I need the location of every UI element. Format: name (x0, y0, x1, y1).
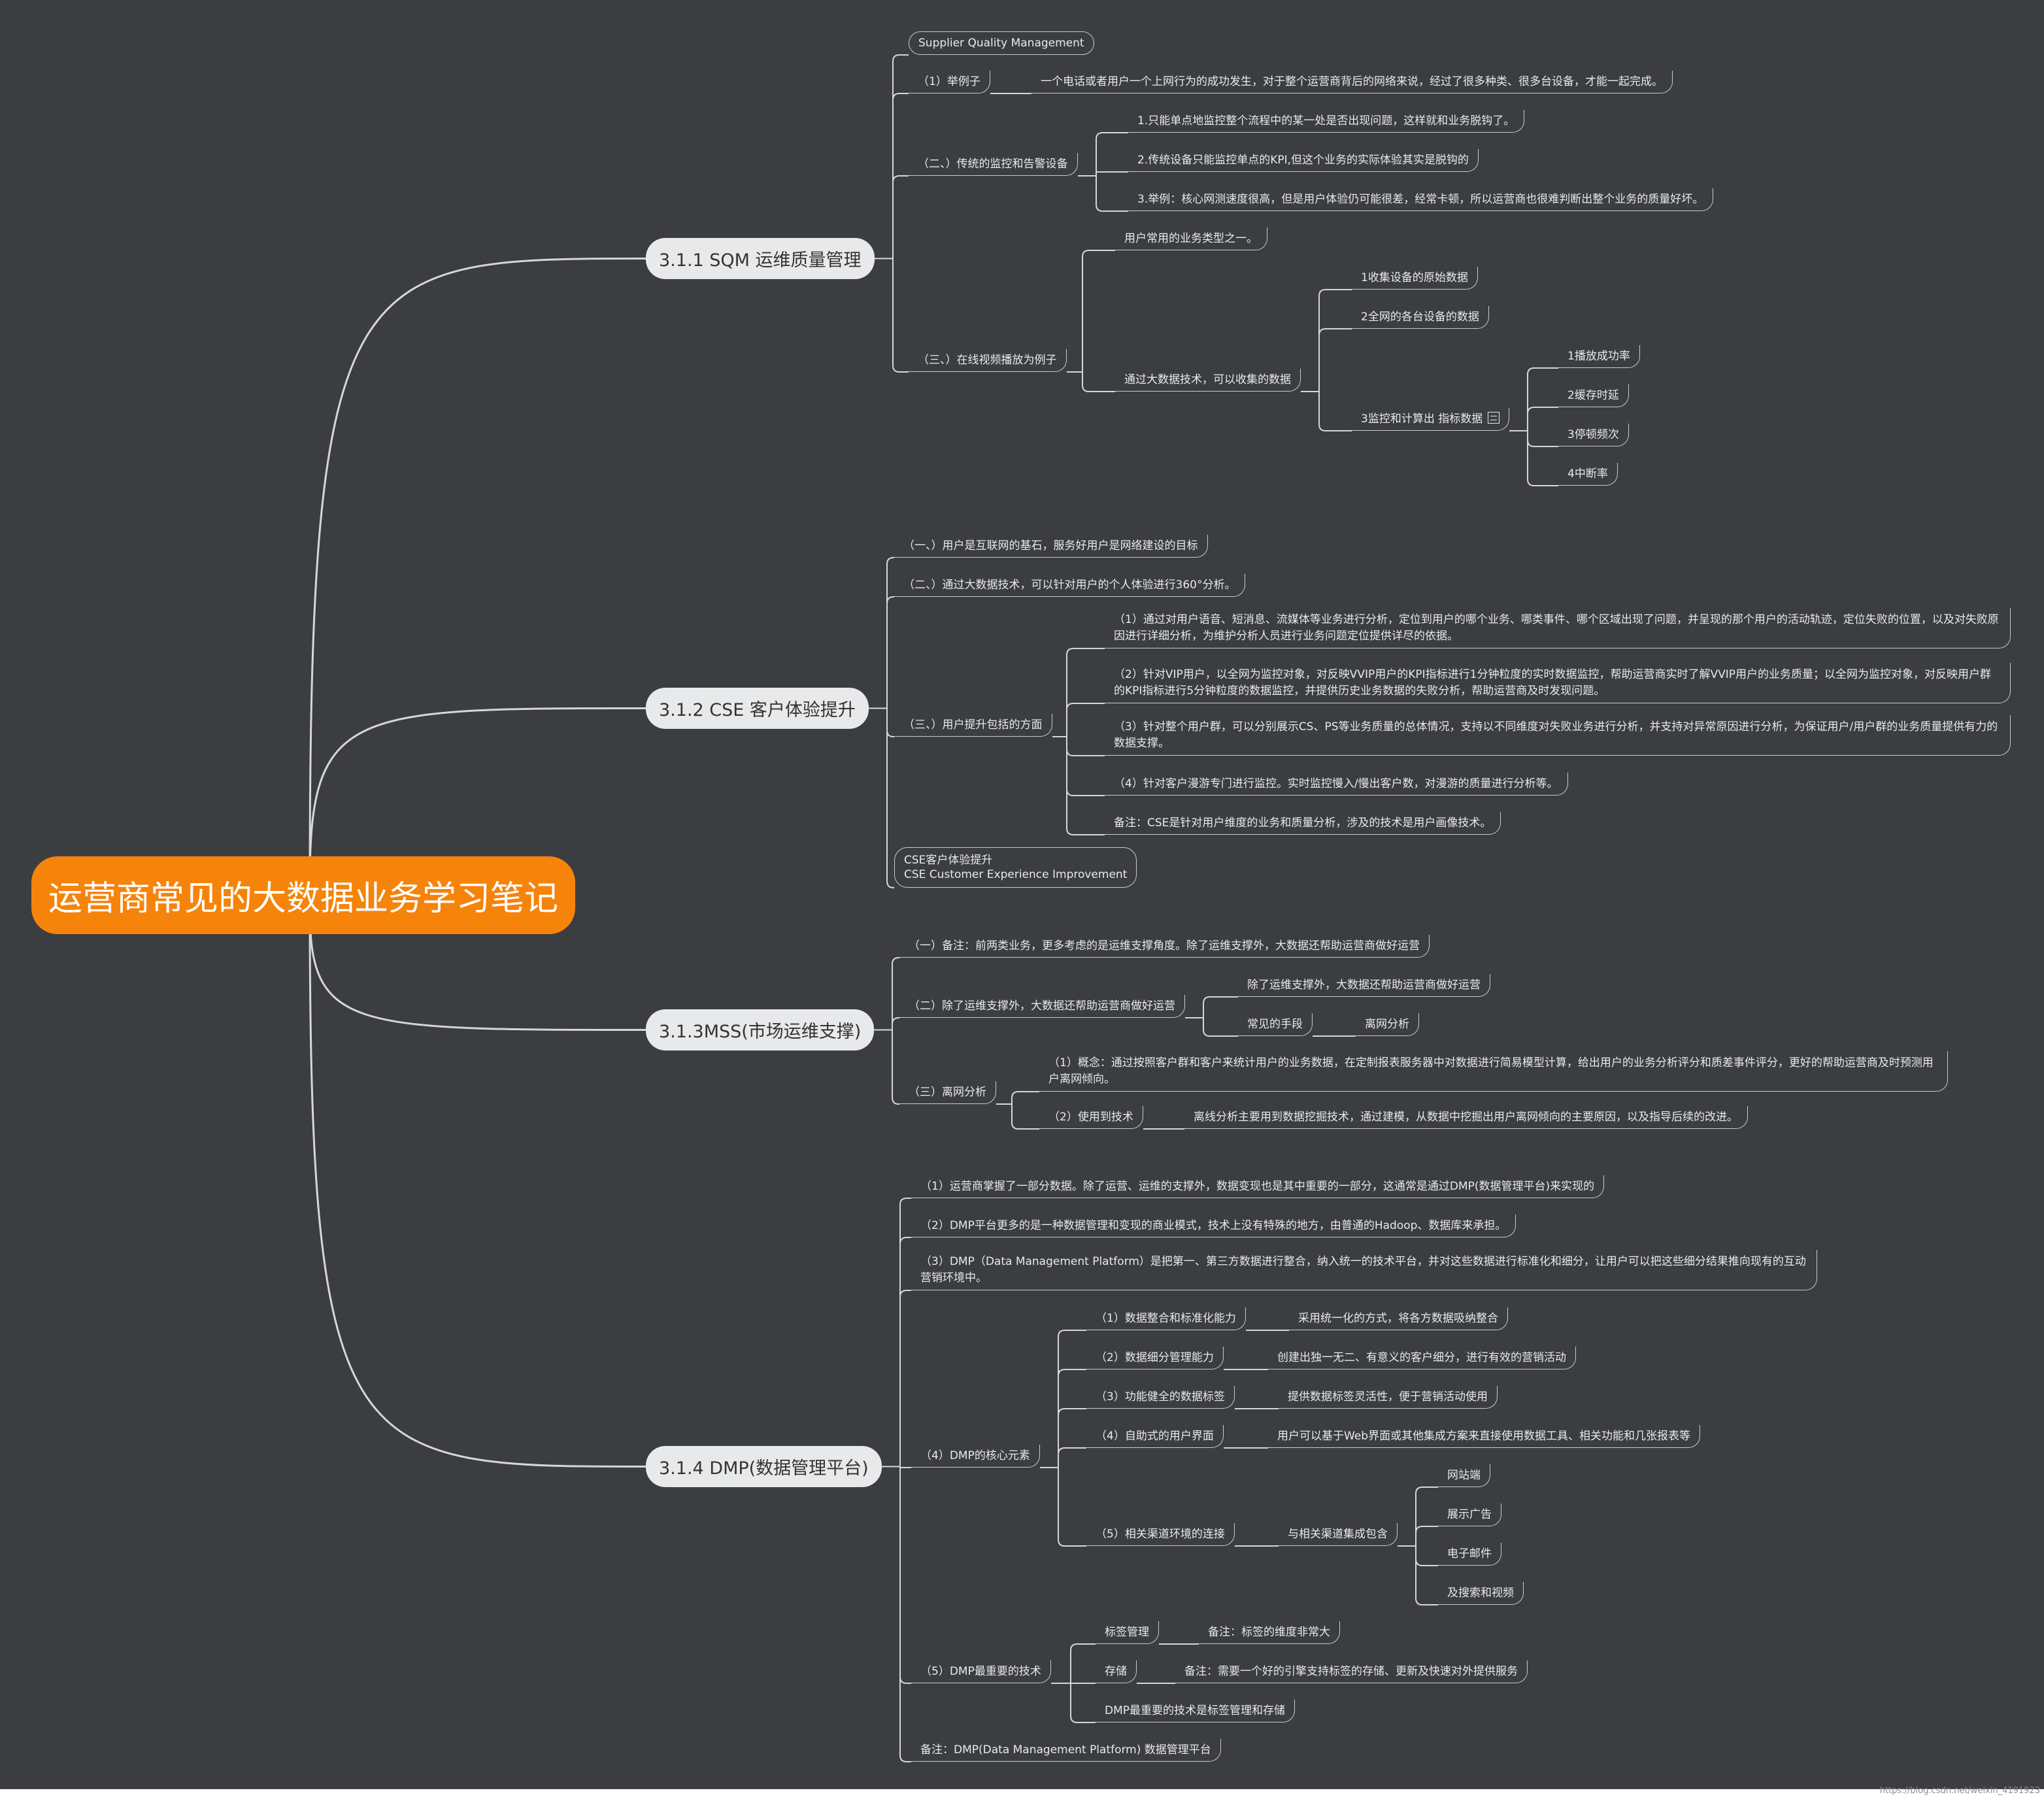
mss-item-2-b[interactable]: 常见的手段 (1238, 1013, 1313, 1037)
sqm-traditional[interactable]: （二、）传统的监控和告警设备 (909, 153, 1078, 176)
dmp-core[interactable]: （4）DMP的核心元素 (911, 1445, 1040, 1468)
dmp-core-1[interactable]: （1）数据整合和标准化能力 (1086, 1307, 1246, 1331)
branch-mss[interactable]: 3.1.3MSS(市场运维支撑) (646, 1009, 875, 1050)
note-icon[interactable] (1488, 412, 1500, 424)
dmp-core-4-detail[interactable]: 用户可以基于Web界面或其他集成方案来直接使用数据工具、相关功能和几张报表等 (1268, 1425, 1701, 1449)
collect-item-2[interactable]: 2全网的各台设备的数据 (1352, 306, 1489, 329)
sqm-english-name[interactable]: Supplier Quality Management (909, 31, 1094, 56)
dmp-core-2[interactable]: （2）数据细分管理能力 (1086, 1347, 1224, 1370)
cse-aspect-note[interactable]: 备注：CSE是针对用户维度的业务和质量分析，涉及的技术是用户画像技术。 (1105, 812, 1501, 835)
mss-churn-tech-detail[interactable]: 离线分析主要用到数据挖掘技术，通过建模，从数据中挖掘出用户离网倾向的主要原因，以… (1184, 1106, 1748, 1130)
dmp-core-5[interactable]: （5）相关渠道环境的连接 (1086, 1523, 1235, 1547)
cse-item-3[interactable]: （三、）用户提升包括的方面 (894, 714, 1052, 737)
bottom-strip (0, 1789, 2044, 1797)
collect-item-3[interactable]: 3监控和计算出 指标数据 (1352, 408, 1510, 431)
channel-display-ads[interactable]: 展示广告 (1438, 1503, 1501, 1527)
branch-cse[interactable]: 3.1.2 CSE 客户体验提升 (646, 688, 869, 729)
dmp-core-5-detail[interactable]: 与相关渠道集成包含 (1279, 1523, 1398, 1547)
dmp-tech-tag-note[interactable]: 备注：标签的维度非常大 (1199, 1621, 1340, 1645)
mss-item-2[interactable]: （二）除了运维支撑外，大数据还帮助运营商做好运营 (899, 995, 1185, 1018)
cse-item-2[interactable]: （二、）通过大数据技术，可以针对用户的个人体验进行360°分析。 (894, 574, 1246, 597)
cse-aspect-4[interactable]: （4）针对客户漫游专门进行监控。实时监控慢入/慢出客户数，对漫游的质量进行分析等… (1105, 773, 1568, 796)
dmp-item-3[interactable]: （3）DMP（Data Management Platform）是把第一、第三方… (911, 1250, 1817, 1291)
metric-4[interactable]: 4中断率 (1558, 463, 1618, 486)
cse-english-name[interactable]: CSE客户体验提升 CSE Customer Experience Improv… (894, 847, 1137, 888)
collect-item-1[interactable]: 1收集设备的原始数据 (1352, 267, 1478, 290)
cse-item-1[interactable]: （一、）用户是互联网的基石，服务好用户是网络建设的目标 (894, 535, 1208, 558)
dmp-tech-summary[interactable]: DMP最重要的技术是标签管理和存储 (1096, 1700, 1296, 1723)
branch-sqm[interactable]: 3.1.1 SQM 运维质量管理 (646, 238, 875, 279)
cse-aspect-1[interactable]: （1）通过对用户语音、短消息、流媒体等业务进行分析，定位到用户的哪个业务、哪类事… (1105, 608, 2011, 649)
dmp-item-2[interactable]: （2）DMP平台更多的是一种数据管理和变现的商业模式，技术上没有特殊的地方，由普… (911, 1215, 1516, 1238)
sqm-traditional-1[interactable]: 1.只能单点地监控整个流程中的某一处是否出现问题，这样就和业务脱钩了。 (1128, 110, 1525, 133)
mss-item-1[interactable]: （一）备注：前两类业务，更多考虑的是运维支撑角度。除了运维支撑外，大数据还帮助运… (899, 935, 1430, 958)
dmp-core-3[interactable]: （3）功能健全的数据标签 (1086, 1386, 1235, 1409)
metric-2[interactable]: 2缓存时延 (1558, 384, 1629, 408)
mss-churn-means[interactable]: 离网分析 (1356, 1013, 1419, 1037)
dmp-tech-tag[interactable]: 标签管理 (1096, 1621, 1159, 1645)
dmp-tech[interactable]: （5）DMP最重要的技术 (911, 1660, 1051, 1684)
mss-item-2-a[interactable]: 除了运维支撑外，大数据还帮助运营商做好运营 (1238, 974, 1490, 998)
metric-3[interactable]: 3停顿频次 (1558, 424, 1629, 447)
dmp-core-1-detail[interactable]: 采用统一化的方式，将各方数据吸纳整合 (1289, 1307, 1508, 1331)
mss-item-3[interactable]: （三）离网分析 (899, 1081, 996, 1105)
channel-search-video[interactable]: 及搜索和视频 (1438, 1582, 1524, 1605)
sqm-traditional-3[interactable]: 3.举例：核心网测速度很高，但是用户体验仍可能很差，经常卡顿，所以运营商也很难判… (1128, 188, 1714, 212)
root-topic[interactable]: 运营商常见的大数据业务学习笔记 (31, 856, 576, 934)
dmp-note[interactable]: 备注：DMP(Data Management Platform) 数据管理平台 (911, 1739, 1221, 1762)
sqm-example[interactable]: （1）举例子 (909, 71, 990, 94)
sqm-example-detail[interactable]: 一个电话或者用户一个上网行为的成功发生，对于整个运营商背后的网络来说，经过了很多… (1031, 71, 1673, 94)
watermark: https://blog.csdn.net/weixin_4191923 (1879, 1786, 2040, 1796)
cse-aspect-2[interactable]: （2）针对VIP用户，以全网为监控对象，对反映VVIP用户的KPI指标进行1分钟… (1105, 663, 2011, 704)
dmp-tech-storage-note[interactable]: 备注：需要一个好的引擎支持标签的存储、更新及快速对外提供服务 (1175, 1660, 1528, 1684)
sqm-video-collect[interactable]: 通过大数据技术，可以收集的数据 (1115, 369, 1301, 392)
sqm-traditional-2[interactable]: 2.传统设备只能监控单点的KPI,但这个业务的实际体验其实是脱钩的 (1128, 149, 1479, 173)
dmp-item-1[interactable]: （1）运营商掌握了一部分数据。除了运营、运维的支撑外，数据变现也是其中重要的一部… (911, 1175, 1605, 1199)
cse-aspect-3[interactable]: （3）针对整个用户群，可以分别展示CS、PS等业务质量的总体情况，支持以不同维度… (1105, 715, 2011, 756)
dmp-core-3-detail[interactable]: 提供数据标签灵活性，便于营销活动使用 (1279, 1386, 1498, 1409)
dmp-tech-storage[interactable]: 存储 (1096, 1660, 1137, 1684)
mss-churn-tech[interactable]: （2）使用到技术 (1039, 1106, 1143, 1130)
mss-churn-concept[interactable]: （1）概念：通过按照客户群和客户来统计用户的业务数据，在定制报表服务器中对数据进… (1039, 1051, 1948, 1092)
channel-email[interactable]: 电子邮件 (1438, 1543, 1501, 1566)
metric-1[interactable]: 1播放成功率 (1558, 345, 1640, 369)
sqm-video[interactable]: （三、）在线视频播放为例子 (909, 349, 1067, 373)
dmp-core-2-detail[interactable]: 创建出独一无二、有意义的客户细分，进行有效的营销活动 (1268, 1347, 1576, 1370)
channel-website[interactable]: 网站端 (1438, 1464, 1490, 1488)
branch-dmp[interactable]: 3.1.4 DMP(数据管理平台) (646, 1446, 882, 1487)
dmp-core-4[interactable]: （4）自助式的用户界面 (1086, 1425, 1224, 1449)
sqm-video-type[interactable]: 用户常用的业务类型之一。 (1115, 227, 1267, 251)
